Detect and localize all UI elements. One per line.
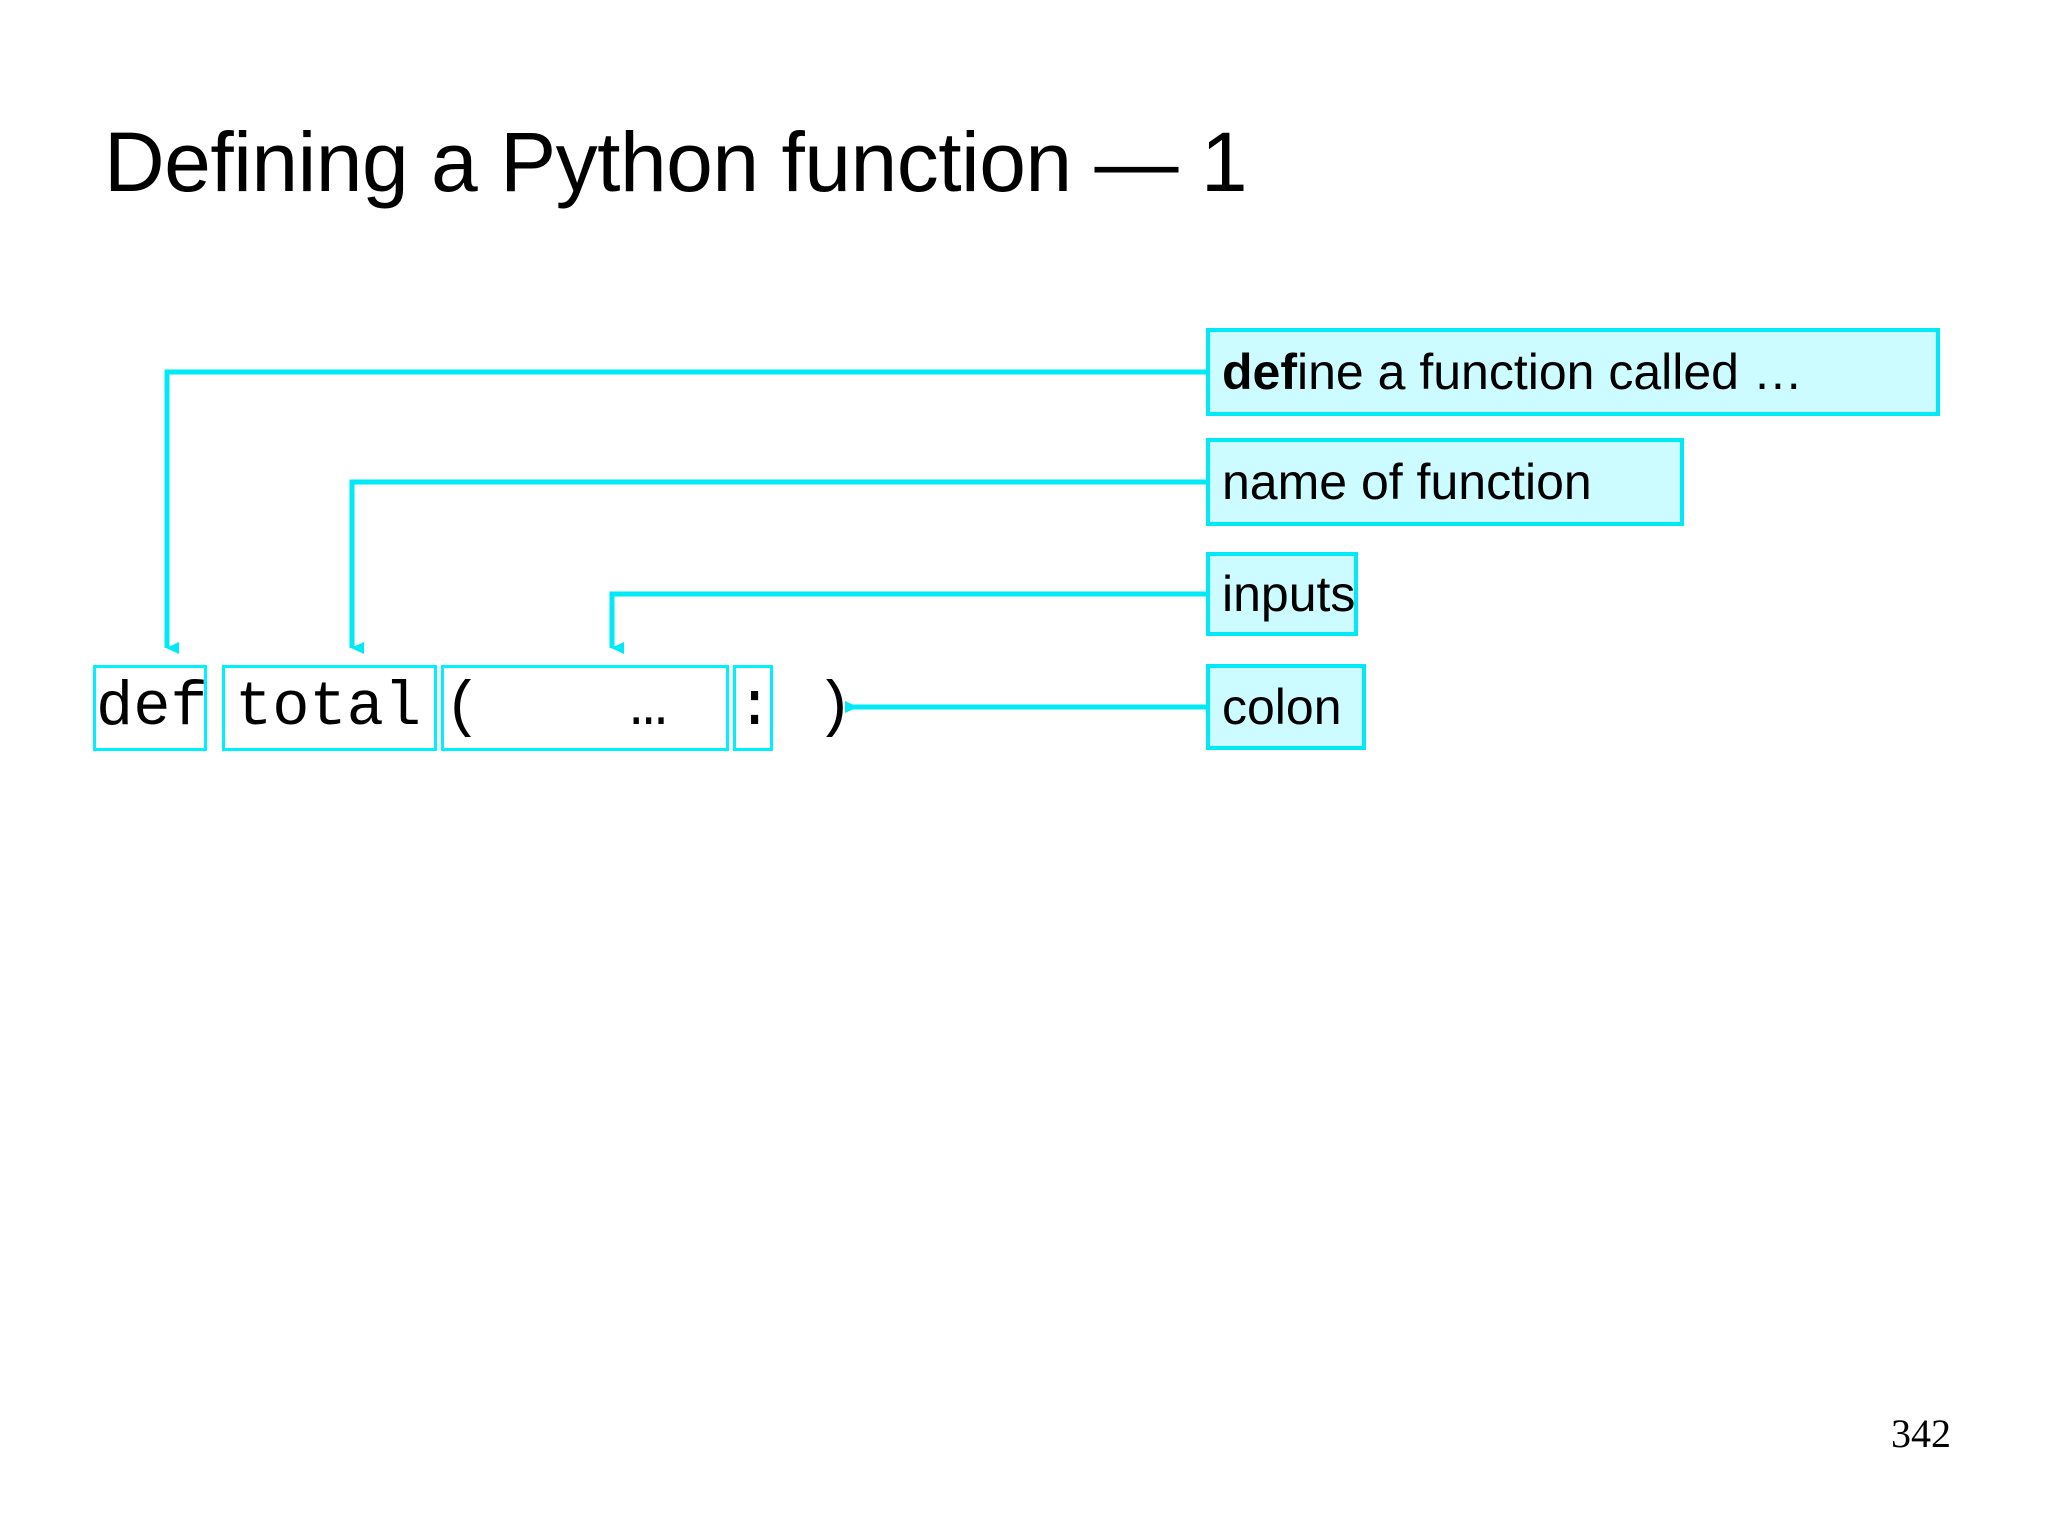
annotation-name-label: name of function xyxy=(1222,454,1592,510)
code-token-def[interactable]: def xyxy=(93,665,208,751)
annotation-colon-label: colon xyxy=(1222,679,1342,735)
code-token-arguments[interactable]: ( … ) xyxy=(441,665,853,751)
annotation-define-bold: def xyxy=(1222,344,1297,400)
connector-define xyxy=(164,369,1206,654)
annotation-define-rest: ine a function called … xyxy=(1297,344,1803,400)
connector-name xyxy=(349,479,1206,654)
page-title: Defining a Python function — 1 xyxy=(104,115,1248,209)
page-number: 342 xyxy=(1891,1411,1951,1456)
annotation-name-of-function[interactable]: name of function xyxy=(1206,438,1684,526)
annotation-inputs-label: inputs xyxy=(1222,566,1356,622)
connector-inputs xyxy=(609,591,1206,654)
code-token-function-name[interactable]: total xyxy=(222,665,437,751)
code-token-colon[interactable]: : xyxy=(733,665,773,751)
annotation-colon[interactable]: colon xyxy=(1206,664,1366,750)
annotation-inputs[interactable]: inputs xyxy=(1206,552,1358,636)
